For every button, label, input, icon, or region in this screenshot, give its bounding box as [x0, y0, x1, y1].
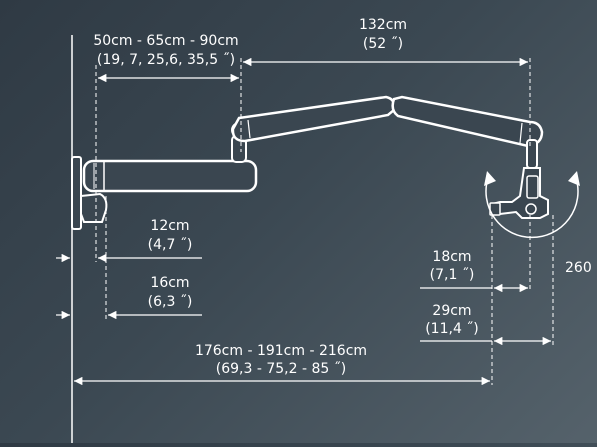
spring-arm-segment-1 [231, 95, 396, 143]
head-29-label-1: 29cm [432, 303, 471, 319]
offset-12-label-1: 12cm [150, 218, 189, 234]
offset-16-label-2: (6,3 ˝) [148, 294, 193, 310]
head-yoke [489, 139, 549, 219]
rotation-label: 260 [565, 260, 592, 276]
offset-12-label-2: (4,7 ˝) [148, 237, 193, 253]
dimension-lines [56, 57, 551, 386]
total-reach-label-1: 176cm - 191cm - 216cm [195, 343, 367, 359]
arm-length-label-2: (52 ˝) [363, 36, 403, 52]
rotation-indicator [484, 171, 580, 239]
reach-depth-label-1: 50cm - 65cm - 90cm [93, 33, 238, 49]
offset-16-label-1: 16cm [150, 275, 189, 291]
head-18-label-1: 18cm [432, 249, 471, 265]
first-arm [82, 159, 258, 193]
total-reach-label-2: (69,3 - 75,2 - 85 ˝) [216, 361, 346, 377]
reach-depth-label-2: (19, 7, 25,6, 35,5 ˝) [97, 52, 235, 68]
arm-length-label-1: 132cm [359, 17, 407, 33]
head-29-label-2: (11,4 ˝) [425, 321, 479, 337]
spring-arm-segment-2 [391, 95, 544, 148]
head-18-label-2: (7,1 ˝) [430, 267, 475, 283]
